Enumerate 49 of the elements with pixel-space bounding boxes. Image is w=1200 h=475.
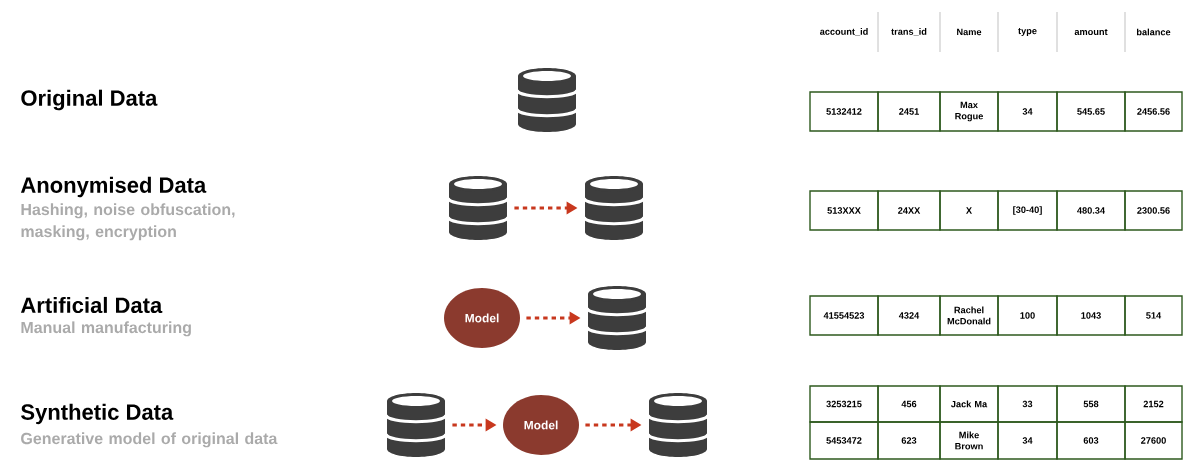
database-icon — [646, 393, 710, 457]
table-cell: 558 — [1056, 385, 1126, 423]
table-cell: 456 — [877, 385, 941, 423]
database-icon — [515, 68, 579, 132]
table-cell: 2456.56 — [1124, 91, 1183, 132]
row-heading: Original Data — [21, 89, 158, 111]
row-heading: Anonymised Data — [20, 176, 207, 198]
table-cell: 24XX — [877, 190, 941, 231]
column-header: type — [1018, 28, 1037, 36]
table-cell: Rachel McDonald — [939, 295, 999, 336]
table-cell: 33 — [997, 385, 1058, 423]
table-cell: 545.65 — [1056, 91, 1126, 132]
table-cell: [30-40] — [997, 190, 1058, 231]
table-cell: 513XXX — [809, 190, 879, 231]
table-cell: X — [939, 190, 999, 231]
column-header: Name — [957, 28, 982, 36]
row-heading: Artificial Data — [20, 296, 163, 314]
table-cell: 100 — [997, 295, 1058, 336]
database-icon — [582, 176, 646, 240]
table-cell: 41554523 — [809, 295, 879, 336]
table-cell: 27600 — [1124, 421, 1183, 460]
table-cell: 4324 — [877, 295, 941, 336]
table-cell: 2152 — [1124, 385, 1183, 423]
table-cell: 3253215 — [809, 385, 879, 423]
table-cell: Max Rogue — [939, 91, 999, 132]
database-icon — [384, 393, 448, 457]
table-cell: 5132412 — [809, 91, 879, 132]
table-cell: 34 — [997, 91, 1058, 132]
table-cell: 480.34 — [1056, 190, 1126, 231]
database-icon — [446, 176, 510, 240]
table-cell: 514 — [1124, 295, 1183, 336]
row-description: Hashing, noise obfuscation, masking, encryption — [21, 203, 235, 241]
table-cell: Mike Brown — [939, 421, 999, 460]
row-heading: Synthetic Data — [21, 403, 174, 425]
row-description: Generative model of original data — [21, 432, 278, 448]
table-cell: 1043 — [1056, 295, 1126, 336]
table-cell: 2300.56 — [1124, 190, 1183, 231]
table-cell: 5453472 — [809, 421, 879, 460]
table-cell: 34 — [997, 421, 1058, 460]
table-cell: 623 — [877, 421, 941, 460]
column-header: amount — [1074, 28, 1108, 36]
row-description: Manual manufacturing — [21, 321, 191, 337]
column-header: account_id — [820, 28, 868, 36]
column-header: trans_id — [891, 28, 927, 36]
table-cell: 2451 — [877, 91, 941, 132]
column-header: balance — [1136, 28, 1171, 36]
table-cell: 603 — [1056, 421, 1126, 460]
database-icon — [585, 286, 649, 350]
table-cell: Jack Ma — [939, 385, 999, 423]
